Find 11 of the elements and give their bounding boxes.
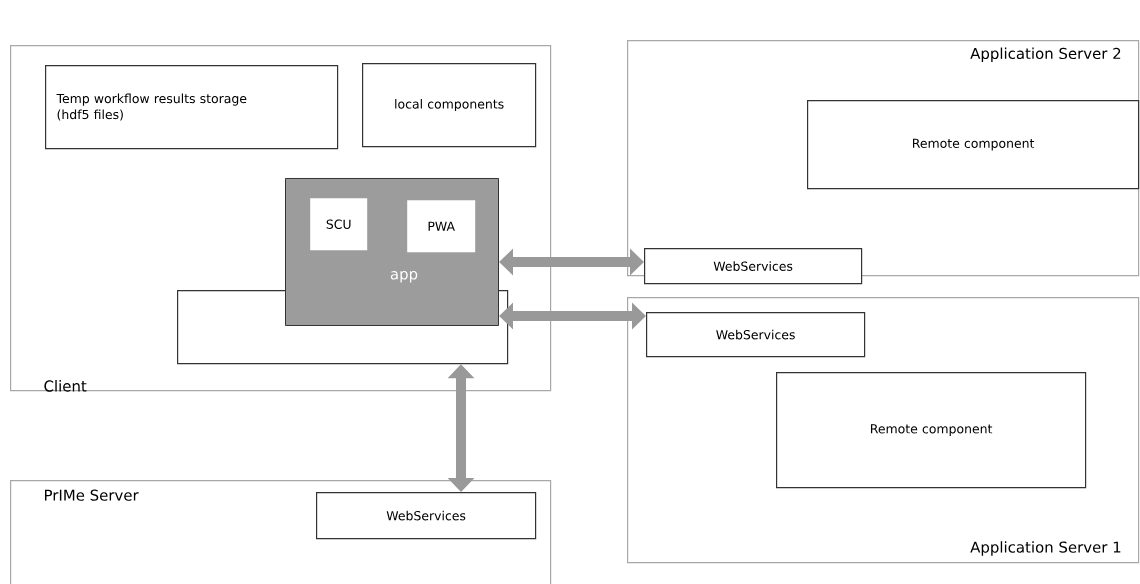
module-box: PWA: [407, 200, 476, 253]
double-arrow: [499, 302, 646, 330]
component-box: WebServices: [644, 248, 863, 285]
module-box: SCU: [310, 198, 368, 251]
component-box: local components: [362, 63, 537, 148]
component-box: Remote component: [807, 100, 1140, 190]
component-box: WebServices: [646, 312, 866, 358]
component-box: WebServices: [316, 492, 537, 540]
double-arrow: [499, 248, 644, 276]
component-box: Remote component: [776, 372, 1087, 489]
component-box: Temp workflow results storage (hdf5 files): [45, 65, 339, 150]
